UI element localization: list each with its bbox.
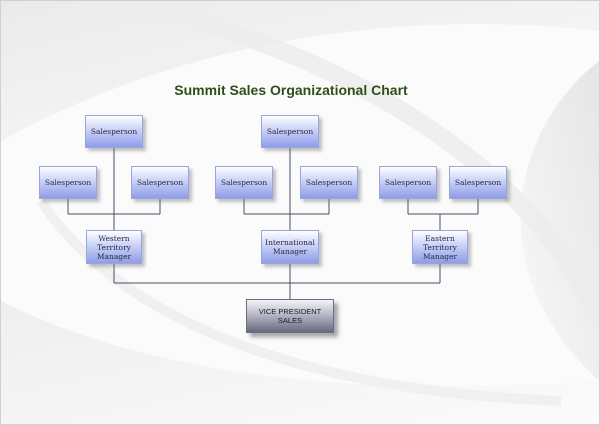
node-international-left-salesperson[interactable]: Salesperson	[215, 166, 273, 199]
node-western-top-salesperson[interactable]: Salesperson	[85, 115, 143, 148]
node-international-manager[interactable]: International Manager	[261, 230, 319, 264]
node-eastern-left-salesperson[interactable]: Salesperson	[379, 166, 437, 199]
node-eastern-territory-manager[interactable]: Eastern Territory Manager	[412, 230, 468, 264]
node-western-territory-manager[interactable]: Western Territory Manager	[86, 230, 142, 264]
node-international-right-salesperson[interactable]: Salesperson	[300, 166, 358, 199]
node-western-left-salesperson[interactable]: Salesperson	[39, 166, 97, 199]
node-international-top-salesperson[interactable]: Salesperson	[261, 115, 319, 148]
node-vice-president-sales[interactable]: VICE PRESIDENT SALES	[246, 299, 334, 333]
chart-title: Summit Sales Organizational Chart	[174, 82, 408, 98]
node-eastern-right-salesperson[interactable]: Salesperson	[449, 166, 507, 199]
node-western-right-salesperson[interactable]: Salesperson	[131, 166, 189, 199]
